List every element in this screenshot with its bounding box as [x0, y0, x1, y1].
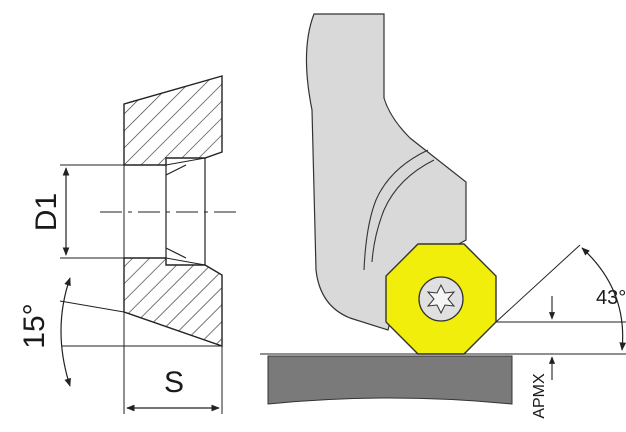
angle-15-label: 15°: [18, 303, 51, 348]
section-top-hatched: [123, 75, 223, 166]
holder-groove: [363, 149, 435, 271]
d1-dimension: D1: [30, 164, 166, 259]
workpiece-body: [267, 355, 513, 405]
workpiece: [267, 355, 513, 405]
insert-cross-section: [100, 75, 242, 347]
torx-icon: [426, 283, 456, 315]
cutting-insert: [385, 243, 497, 355]
angle-15-dimension: 15°: [18, 277, 222, 387]
s-dimension: S: [123, 312, 223, 414]
angle-43-dimension: 43°: [495, 244, 626, 351]
apmx-label: APMX: [531, 373, 548, 419]
apmx-dimension: APMX: [531, 296, 556, 419]
s-label: S: [164, 366, 184, 399]
d1-label: D1: [30, 193, 63, 231]
angle-43-label: 43°: [596, 287, 626, 309]
section-bottom-hatched: [123, 257, 223, 347]
